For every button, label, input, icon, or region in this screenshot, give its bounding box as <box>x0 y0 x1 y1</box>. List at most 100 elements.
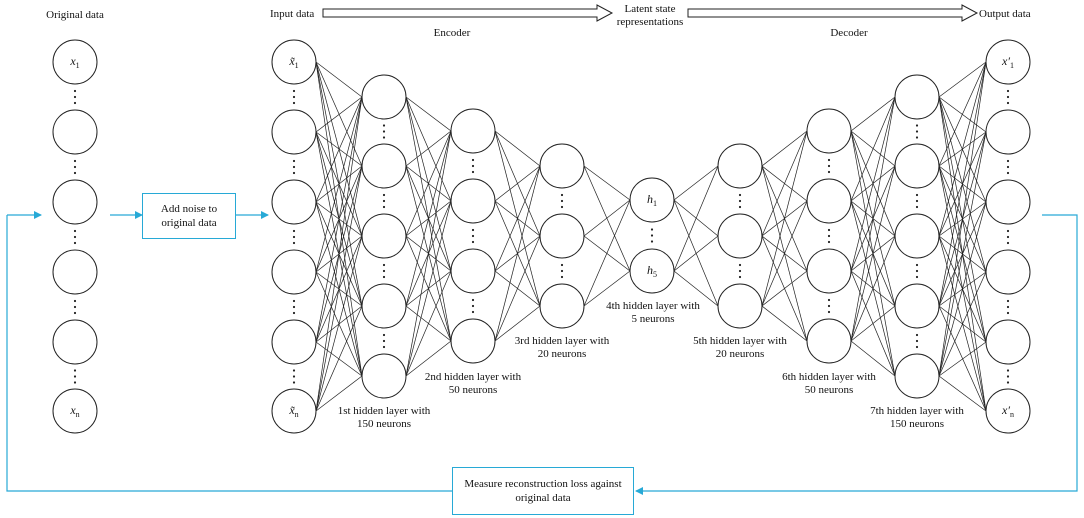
input-neuron <box>271 319 317 365</box>
input-neuron <box>271 179 317 225</box>
hidden4-neuron <box>629 177 675 223</box>
ellipsis-dot <box>560 199 564 203</box>
connection-line <box>494 130 541 167</box>
ellipsis-dot <box>1006 165 1010 169</box>
ellipsis-dot <box>1006 171 1010 175</box>
ellipsis-dot <box>292 229 296 233</box>
layer5-label: 5th hidden layer with 20 neurons <box>693 335 787 360</box>
ellipsis-dot <box>382 339 386 343</box>
ellipsis-dot <box>292 299 296 303</box>
ellipsis-dot <box>827 234 831 238</box>
ellipsis-dot <box>382 136 386 139</box>
connection-line <box>315 96 363 203</box>
connection-line <box>938 131 987 377</box>
hidden6-neuron <box>806 108 852 154</box>
connection-line <box>315 375 363 412</box>
decoder-arrow <box>687 4 979 22</box>
ellipsis-dot <box>73 305 77 309</box>
ellipsis-dot <box>382 205 386 209</box>
ellipsis-dot <box>292 241 296 245</box>
ellipsis-dot <box>738 263 742 267</box>
ellipsis-dot <box>382 345 386 349</box>
ellipsis-dot <box>73 101 77 105</box>
connection-line <box>850 96 896 202</box>
ellipsis-dot <box>292 165 296 169</box>
ellipsis-dot <box>292 89 296 93</box>
connection-line <box>405 96 452 132</box>
connection-line <box>583 270 631 307</box>
input-neuron <box>271 109 317 155</box>
ellipsis-dot <box>73 375 77 378</box>
connection-line <box>850 96 896 342</box>
connection-line <box>405 130 452 377</box>
ellipsis-dot <box>292 171 296 175</box>
ellipsis-dot <box>1006 95 1010 99</box>
ellipsis-dot <box>560 205 564 209</box>
ellipsis-dot <box>1006 305 1010 309</box>
ellipsis-dot <box>73 95 77 99</box>
original-neuron <box>52 39 98 85</box>
encoder-arrow <box>322 4 614 22</box>
ellipsis-dot <box>915 275 919 279</box>
ellipsis-dot <box>292 381 296 384</box>
ellipsis-dot <box>471 298 475 302</box>
flow-arrows <box>6 211 1078 495</box>
output-neuron <box>985 109 1031 155</box>
ellipsis-dot <box>827 310 831 314</box>
connection-line <box>315 165 363 412</box>
hidden2-neuron <box>450 248 496 294</box>
ellipsis-dot <box>73 171 77 175</box>
encoder-label: Encoder <box>433 27 471 39</box>
ellipsis-dot <box>915 136 919 139</box>
connection-line <box>938 61 987 167</box>
ellipsis-dot <box>560 263 564 267</box>
hidden1-neuron <box>361 143 407 189</box>
ellipsis-dot <box>292 95 296 99</box>
original-neuron <box>52 388 98 434</box>
connection-line <box>761 200 808 307</box>
network-connections <box>315 61 987 412</box>
ellipsis-dot <box>1006 159 1010 163</box>
ellipsis-dot <box>382 199 386 203</box>
connection-line <box>405 130 452 167</box>
ellipsis-dot <box>471 164 475 168</box>
connection-line <box>315 235 363 412</box>
connection-line <box>405 270 452 377</box>
ellipsis-dot <box>1006 299 1010 303</box>
ellipsis-dot <box>560 269 564 273</box>
network-neurons <box>52 39 1031 434</box>
latent-state-label: Latent state representations <box>616 3 684 28</box>
connection-line <box>494 235 541 342</box>
connection-line <box>850 96 896 272</box>
ellipsis-dot <box>1006 375 1010 378</box>
ellipsis-dot <box>738 275 742 279</box>
hidden7-neuron <box>894 74 940 120</box>
hidden3-neuron <box>539 213 585 259</box>
ellipsis-dot <box>650 240 654 243</box>
ellipsis-dot <box>915 124 919 127</box>
ellipsis-dot <box>1006 89 1010 93</box>
ellipsis-dot <box>827 304 831 308</box>
ellipsis-dot <box>73 229 77 233</box>
connection-line <box>850 96 896 132</box>
connection-line <box>673 235 719 272</box>
connection-line <box>938 271 987 377</box>
original-neuron <box>52 109 98 155</box>
ellipsis-dot <box>292 159 296 163</box>
ellipsis-dot <box>650 228 654 231</box>
hidden5-neuron <box>717 143 763 189</box>
hidden7-neuron <box>894 213 940 259</box>
ellipsis-dot <box>382 193 386 197</box>
ellipsis-dot <box>915 199 919 203</box>
ellipsis-dot <box>292 369 296 372</box>
connection-line <box>583 199 631 307</box>
hidden7-neuron <box>894 143 940 189</box>
ellipsis-dot <box>73 381 77 384</box>
connection-line <box>850 305 896 342</box>
ellipsis-dots <box>73 89 1010 384</box>
connection-line <box>938 375 987 412</box>
output-to-loss-arrow <box>635 214 1078 495</box>
input-neuron <box>271 39 317 85</box>
ellipsis-dot <box>827 228 831 232</box>
